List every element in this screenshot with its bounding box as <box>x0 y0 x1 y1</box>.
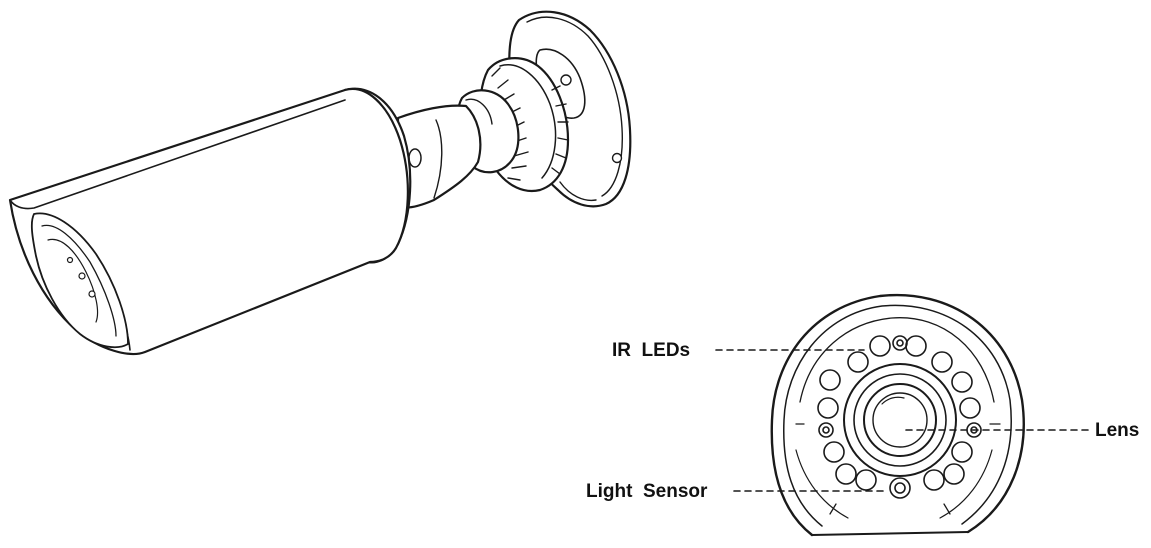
callout-leader-lines <box>715 349 1089 492</box>
front-lens <box>843 363 957 477</box>
front-screws <box>818 335 982 438</box>
mount-arm <box>396 104 482 209</box>
ir-leds-label: IR LEDs <box>612 340 691 361</box>
front-outer-housing <box>770 293 1025 537</box>
front-light-sensor <box>889 477 911 499</box>
camera-front-opening <box>30 212 129 349</box>
light-sensor-label: Light Sensor <box>586 481 708 502</box>
bullet-camera-side-view <box>8 10 632 356</box>
lens-label: Lens <box>1095 420 1140 441</box>
front-ir-led-ring <box>817 335 981 491</box>
camera-front-view <box>715 293 1089 537</box>
